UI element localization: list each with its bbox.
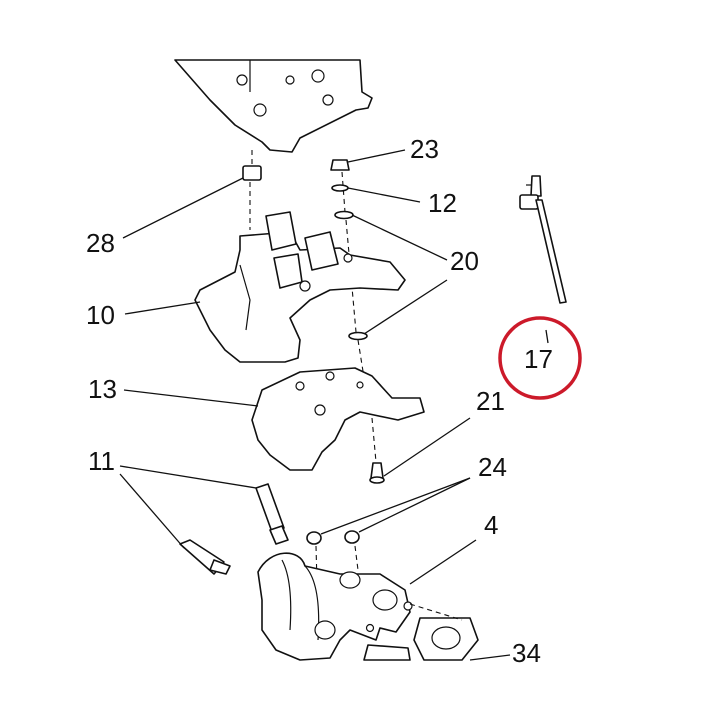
callout-20: 20 [450, 246, 479, 276]
callout-13: 13 [88, 374, 117, 404]
callout-17: 17 [524, 344, 553, 374]
part-4-exhaust-manifold [257, 552, 413, 661]
callout-10: 10 [86, 300, 115, 330]
part-11-sensors [179, 483, 289, 575]
callout-23: 23 [410, 134, 439, 164]
part-21-bolt [369, 462, 385, 484]
part-17-cable-tie [519, 175, 567, 304]
top-cover-plate [174, 59, 373, 153]
callout-4: 4 [484, 510, 498, 540]
callout-21: 21 [476, 386, 505, 416]
callout-24: 24 [478, 452, 507, 482]
part-10-heat-shield [194, 211, 406, 363]
part-28-clip-nut [242, 150, 262, 230]
callout-12: 12 [428, 188, 457, 218]
part-13-lower-shield [251, 367, 425, 471]
callout-34: 34 [512, 638, 541, 668]
highlighted-callout-17: 17 [498, 316, 582, 400]
highlight-circle [498, 316, 582, 400]
leader-lines [119, 149, 549, 661]
callout-28: 28 [86, 228, 115, 258]
callout-11: 11 [88, 446, 115, 476]
part-34-gaskets [363, 603, 479, 661]
